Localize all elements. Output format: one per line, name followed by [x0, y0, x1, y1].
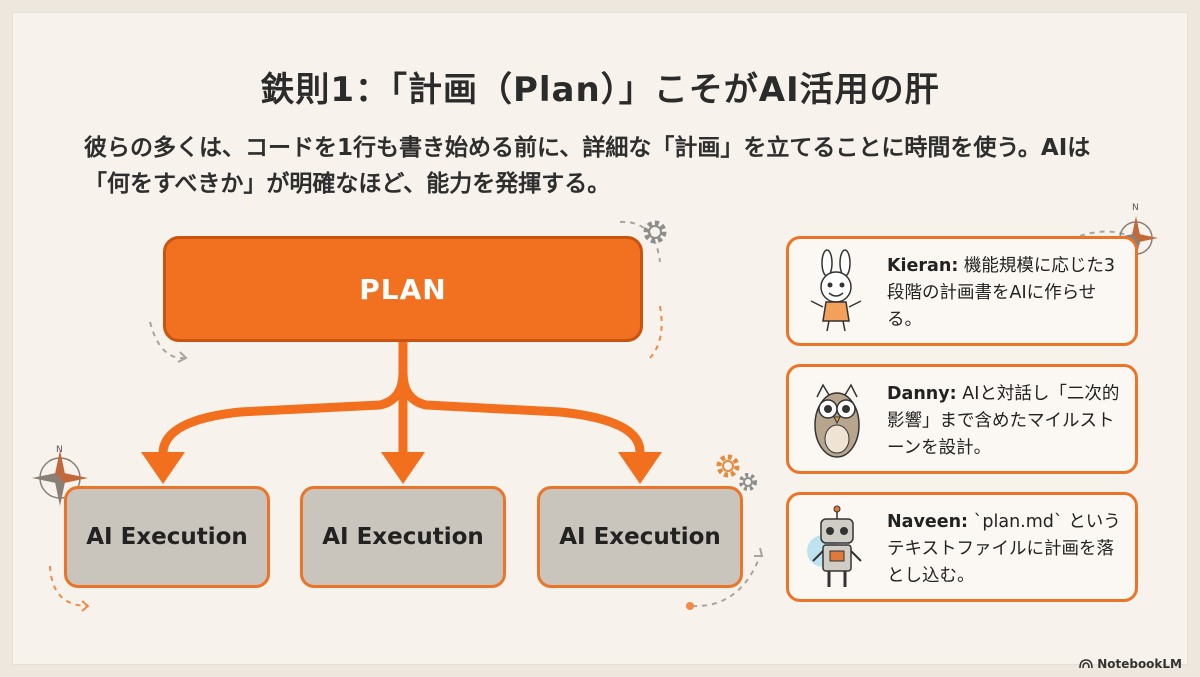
dashed-arc-plan-right — [649, 305, 663, 359]
gear-icon — [739, 473, 757, 491]
card-description: 機能規模に応じた3段階の計画書をAIに作らせる。 — [887, 256, 1116, 330]
card-text: Danny: AIと対話し「二次的影響」まで含めたマイルストーンを設計。 — [887, 381, 1127, 462]
dashed-arc-card-top — [1079, 230, 1141, 245]
gear-icon — [643, 220, 667, 244]
card-naveen: Naveen: `plan.md` というテキストファイルに計画を落とし込む。 — [786, 492, 1138, 602]
card-text: Kieran: 機能規模に応じた3段階の計画書をAIに作らせる。 — [887, 253, 1127, 334]
card-description: `plan.md` というテキストファイルに計画を落とし込む。 — [887, 512, 1121, 586]
subtitle-text: 彼らの多くは、コードを1行も書き始める前に、詳細な「計画」を立てることに時間を使… — [84, 135, 1091, 197]
compass-north-label: N — [1132, 203, 1139, 213]
dashed-arc-bottom-right — [691, 555, 761, 608]
owl-avatar-icon — [814, 383, 860, 458]
card-name: Danny: — [887, 384, 957, 404]
arrowhead-left — [141, 452, 185, 484]
notebooklm-logo-icon — [1079, 659, 1093, 669]
arrowhead-middle — [381, 452, 425, 484]
plan-box: PLAN — [163, 236, 643, 342]
robot-avatar-icon — [807, 505, 862, 587]
ai-execution-box: AI Execution — [64, 486, 270, 588]
card-description: AIと対話し「二次的影響」まで含めたマイルストーンを設計。 — [887, 384, 1120, 458]
card-name: Kieran: — [887, 256, 959, 276]
compass-icon — [32, 450, 88, 506]
dashed-arc-bottom-left — [49, 565, 89, 607]
rabbit-avatar-icon — [810, 249, 862, 332]
dashed-arc-left — [149, 321, 186, 360]
footer-brand: NotebookLM — [1097, 657, 1182, 671]
dot-decoration — [686, 602, 694, 610]
gear-icon — [716, 454, 740, 478]
notebooklm-watermark: NotebookLM — [1079, 657, 1182, 671]
page-title: 鉄則1：「計画（Plan）」こそがAI活用の肝 — [260, 70, 940, 110]
ai-execution-box: AI Execution — [537, 486, 743, 588]
arrowhead-right — [618, 452, 662, 484]
card-name: Naveen: — [887, 512, 969, 532]
ai-execution-box: AI Execution — [300, 486, 506, 588]
compass-north-label: N — [56, 445, 63, 455]
card-danny: Danny: AIと対話し「二次的影響」まで含めたマイルストーンを設計。 — [786, 364, 1138, 474]
card-text: Naveen: `plan.md` というテキストファイルに計画を落とし込む。 — [887, 509, 1127, 590]
card-kieran: Kieran: 機能規模に応じた3段階の計画書をAIに作らせる。 — [786, 236, 1138, 346]
